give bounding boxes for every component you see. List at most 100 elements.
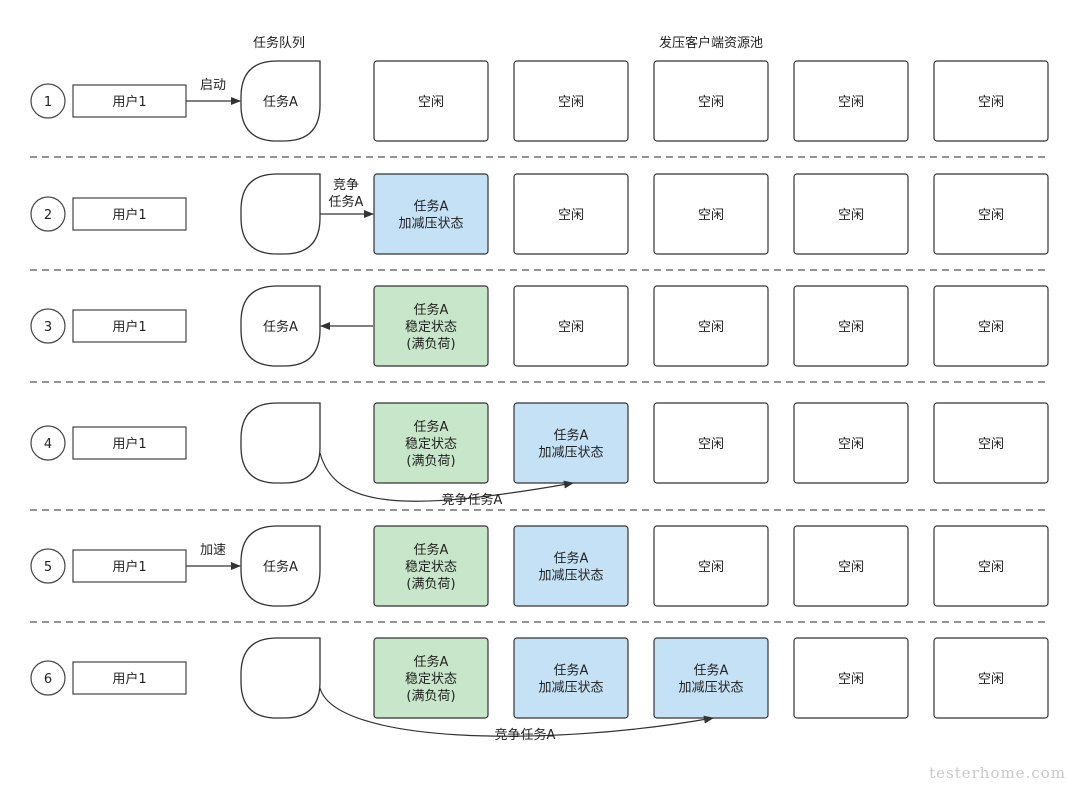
step-circle xyxy=(30,308,66,344)
client-box-loading xyxy=(513,525,629,607)
client-box-idle xyxy=(933,402,1049,484)
watermark: testerhome.com xyxy=(929,764,1066,782)
client-state-text: 空闲 xyxy=(838,672,864,687)
task-queue-shape xyxy=(240,60,321,142)
arrow-label: 加速 xyxy=(200,543,226,558)
client-state-text: (满负荷) xyxy=(406,689,455,704)
client-box-idle xyxy=(793,60,909,142)
client-box-idle xyxy=(513,285,629,367)
client-box-idle xyxy=(653,60,769,142)
step-number: 3 xyxy=(44,320,52,335)
user-box xyxy=(72,197,187,231)
client-box-idle xyxy=(793,637,909,719)
arrow-label: 启动 xyxy=(200,78,226,93)
client-state-text: 空闲 xyxy=(698,320,724,335)
client-state-text: 空闲 xyxy=(838,320,864,335)
step-circle xyxy=(30,660,66,696)
client-state-text: 空闲 xyxy=(558,208,584,223)
user-label: 用户1 xyxy=(112,559,146,575)
task-queue-shape xyxy=(240,637,321,719)
client-box-stable xyxy=(373,525,489,607)
client-state-text: (满负荷) xyxy=(406,337,455,352)
step-number: 2 xyxy=(44,208,52,223)
step-number: 4 xyxy=(44,437,52,452)
client-state-text: 空闲 xyxy=(698,437,724,452)
step-number: 1 xyxy=(44,95,52,110)
user-box xyxy=(72,661,187,695)
client-box-idle xyxy=(793,173,909,255)
client-state-text: 空闲 xyxy=(838,437,864,452)
user-label: 用户1 xyxy=(112,319,146,335)
task-queue-shape xyxy=(240,285,321,367)
client-state-text: 空闲 xyxy=(698,208,724,223)
client-state-text: 任务A xyxy=(414,542,449,558)
client-box-idle xyxy=(653,285,769,367)
client-state-text: 稳定状态 xyxy=(405,436,457,452)
user-box xyxy=(72,309,187,343)
client-box-idle xyxy=(933,525,1049,607)
client-box-idle xyxy=(793,285,909,367)
client-state-text: 空闲 xyxy=(698,560,724,575)
client-state-text: 空闲 xyxy=(558,320,584,335)
client-state-text: 空闲 xyxy=(838,208,864,223)
task-queue-shape xyxy=(240,173,321,255)
client-state-text: 空闲 xyxy=(978,208,1004,223)
client-box-idle xyxy=(933,285,1049,367)
step-circle xyxy=(30,83,66,119)
client-box-idle xyxy=(373,60,489,142)
client-box-idle xyxy=(793,402,909,484)
client-box-idle xyxy=(793,525,909,607)
queue-header: 任务队列 xyxy=(253,35,305,51)
client-state-text: 任务A xyxy=(414,419,449,435)
client-state-text: 加减压状态 xyxy=(678,681,743,696)
client-state-text: 任务A xyxy=(554,663,589,679)
user-box xyxy=(72,426,187,460)
pool-header: 发压客户端资源池 xyxy=(659,35,763,51)
client-box-stable xyxy=(373,285,489,367)
client-box-loading xyxy=(513,637,629,719)
client-state-text: 稳定状态 xyxy=(405,559,457,575)
step-circle xyxy=(30,196,66,232)
arrow-label: 任务A xyxy=(329,194,364,210)
client-state-text: 空闲 xyxy=(978,437,1004,452)
client-box-idle xyxy=(933,173,1049,255)
client-state-text: 任务A xyxy=(414,302,449,318)
client-box-stable xyxy=(373,402,489,484)
step-circle xyxy=(30,548,66,584)
queue-label: 任务A xyxy=(263,94,298,110)
task-queue-shape xyxy=(240,525,321,607)
step-number: 6 xyxy=(44,672,52,687)
arrow-label: 竞争 xyxy=(333,177,359,193)
client-box-idle xyxy=(513,173,629,255)
client-state-text: 任务A xyxy=(694,663,729,679)
client-state-text: 空闲 xyxy=(978,320,1004,335)
client-state-text: 加减压状态 xyxy=(538,681,603,696)
client-state-text: 空闲 xyxy=(978,672,1004,687)
client-state-text: 空闲 xyxy=(698,95,724,110)
client-state-text: (满负荷) xyxy=(406,577,455,592)
client-state-text: (满负荷) xyxy=(406,454,455,469)
queue-label: 任务A xyxy=(263,319,298,335)
client-state-text: 空闲 xyxy=(838,95,864,110)
client-state-text: 任务A xyxy=(414,654,449,670)
client-state-text: 加减压状态 xyxy=(538,569,603,584)
user-label: 用户1 xyxy=(112,436,146,452)
client-box-idle xyxy=(653,402,769,484)
user-label: 用户1 xyxy=(112,207,146,223)
client-state-text: 空闲 xyxy=(978,560,1004,575)
client-state-text: 加减压状态 xyxy=(538,446,603,461)
arrow-curve-to-client xyxy=(319,687,714,737)
client-state-text: 空闲 xyxy=(558,95,584,110)
client-state-text: 空闲 xyxy=(418,95,444,110)
user-label: 用户1 xyxy=(112,671,146,687)
client-box-idle xyxy=(653,525,769,607)
client-state-text: 空闲 xyxy=(978,95,1004,110)
step-circle xyxy=(30,425,66,461)
